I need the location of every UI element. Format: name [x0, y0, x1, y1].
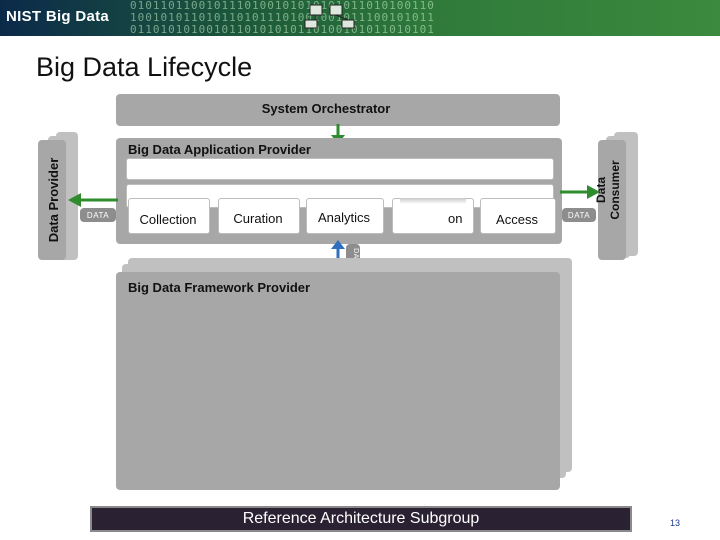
app-provider-label: Big Data Application Provider — [128, 142, 311, 157]
access-label: Access — [496, 212, 538, 227]
footer-text: Reference Architecture Subgroup — [242, 510, 480, 527]
data-tag-left-box — [80, 208, 116, 222]
collection-box — [128, 198, 210, 234]
data-consumer-label-line2: Consumer — [608, 160, 622, 220]
curation-label: Curation — [233, 211, 283, 226]
collection-label: Collection — [139, 212, 197, 227]
page-number: 13 — [670, 518, 681, 528]
framework-provider-box — [116, 272, 560, 490]
visualization-overlap-bar — [400, 198, 466, 204]
visualization-label: on — [448, 211, 463, 226]
system-orchestrator-box — [116, 94, 560, 126]
page-title: Big Data Lifecycle — [36, 52, 253, 82]
data-provider-box — [38, 140, 66, 260]
app-provider-inner-band-top — [126, 158, 554, 180]
system-orchestrator-label: System Orchestrator — [261, 101, 391, 116]
banner-binary-pattern: 0101101100101110100101010101011010100110… — [130, 0, 435, 36]
curation-box — [218, 198, 300, 234]
framework-provider-label: Big Data Framework Provider — [128, 280, 311, 295]
data-consumer-arrow — [560, 185, 600, 199]
computers-icon — [304, 4, 355, 29]
visualization-box — [392, 198, 474, 234]
access-box — [480, 198, 556, 234]
data-consumer-box — [598, 140, 626, 260]
data-tag-right: DATA — [567, 211, 591, 220]
data-tag-right-box — [562, 208, 596, 222]
banner: 0101101100101110100101010101011010100110… — [0, 0, 720, 36]
footer-bar — [90, 506, 632, 532]
analytics-label: Analytics — [317, 210, 371, 225]
data-provider-arrow — [68, 193, 118, 207]
brand-title: NIST Big Data — [6, 8, 110, 25]
analytics-box — [306, 198, 384, 234]
data-tag-left: DATA — [86, 211, 110, 220]
data-provider-label: Data Provider — [46, 157, 61, 243]
